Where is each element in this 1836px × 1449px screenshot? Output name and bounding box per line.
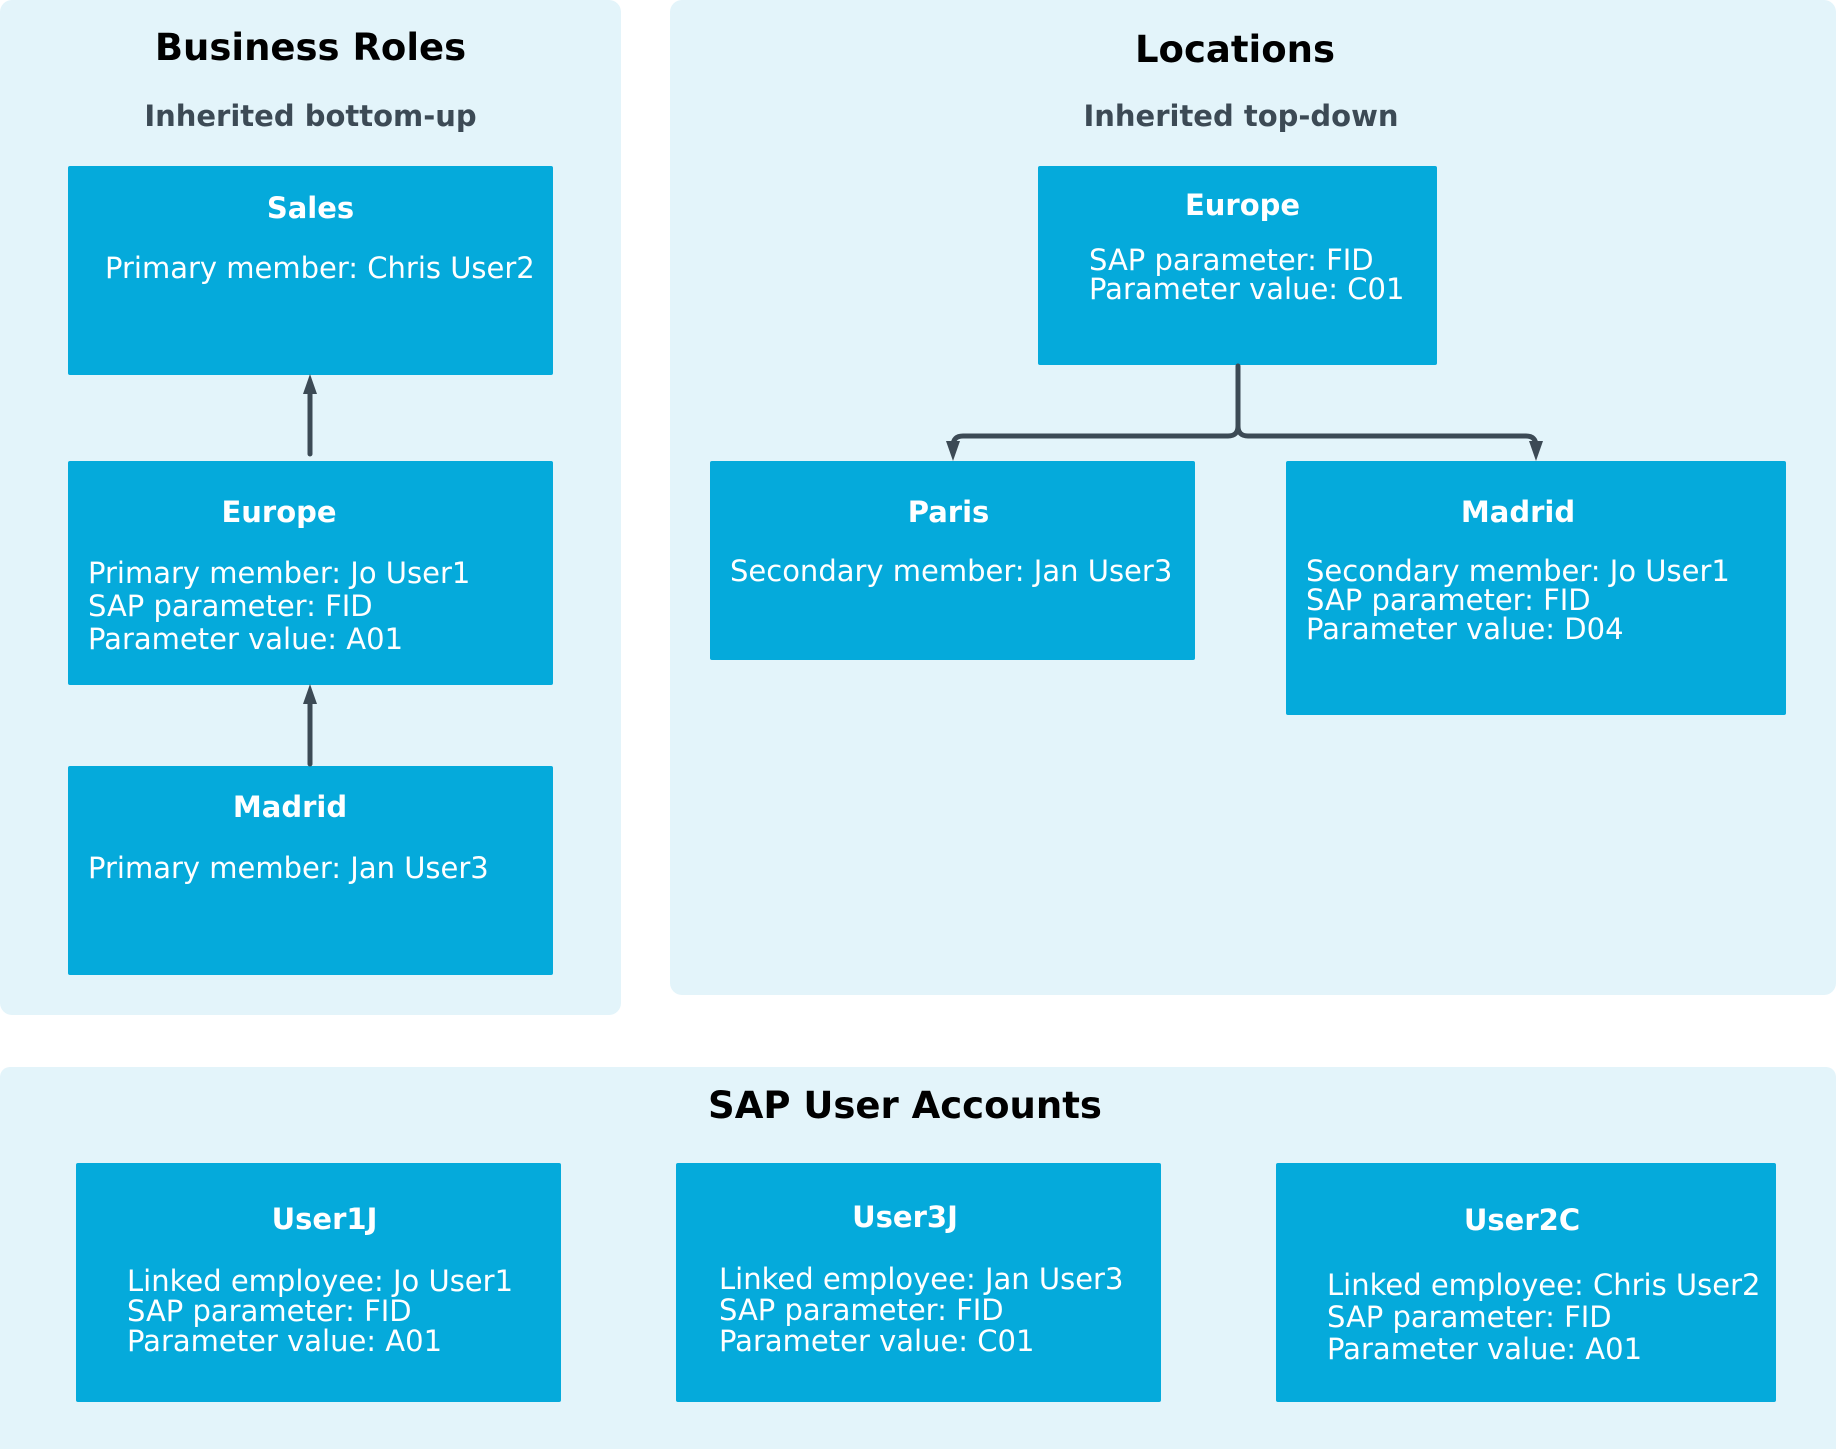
location-box-europe: Europe SAP parameter: FID Parameter valu… <box>1038 166 1437 365</box>
box-line: Primary member: Jan User3 <box>88 851 489 885</box>
box-line: Primary member: Jo User1 <box>88 556 471 590</box>
box-line: Linked employee: Chris User2 <box>1327 1268 1761 1302</box>
location-box-paris: Paris Secondary member: Jan User3 <box>710 461 1195 660</box>
box-line: Parameter value: A01 <box>1327 1332 1643 1366</box>
box-title: Paris <box>907 495 990 529</box>
box-line: SAP parameter: FID <box>1089 243 1374 277</box>
box-line: SAP parameter: FID <box>127 1294 412 1328</box>
box-line: SAP parameter: FID <box>719 1293 1004 1327</box>
box-line: SAP parameter: FID <box>1306 583 1591 617</box>
box-line: Linked employee: Jan User3 <box>719 1262 1124 1296</box>
business-roles-subtitle: Inherited bottom-up <box>144 99 477 133</box>
box-line: Parameter value: A01 <box>127 1324 443 1358</box>
box-title: User1J <box>271 1202 378 1236</box>
box-line: Parameter value: A01 <box>88 622 404 656</box>
locations-subtitle: Inherited top-down <box>1083 99 1399 133</box>
box-line: Secondary member: Jo User1 <box>1306 554 1730 588</box>
role-box-europe: Europe Primary member: Jo User1 SAP para… <box>68 461 553 685</box>
business-roles-title: Business Roles <box>154 26 467 69</box>
box-title: User3J <box>852 1200 958 1234</box>
box-title: Sales <box>266 191 355 225</box>
location-box-madrid: Madrid Secondary member: Jo User1 SAP pa… <box>1286 461 1786 715</box>
role-box-madrid: Madrid Primary member: Jan User3 <box>68 766 553 975</box>
box-line: Primary member: Chris User2 <box>105 251 535 285</box>
account-box-user1j: User1J Linked employee: Jo User1 SAP par… <box>76 1163 561 1402</box>
sap-user-accounts-title: SAP User Accounts <box>708 1084 1102 1127</box>
box-line: Parameter value: C01 <box>719 1324 1035 1358</box>
box-title: Madrid <box>1460 495 1576 529</box>
box-title: Europe <box>221 495 337 529</box>
box-line: SAP parameter: FID <box>88 589 373 623</box>
box-title: User2C <box>1463 1203 1581 1237</box>
role-box-sales: Sales Primary member: Chris User2 <box>68 166 553 375</box>
account-box-user2c: User2C Linked employee: Chris User2 SAP … <box>1276 1163 1776 1402</box>
box-line: Parameter value: C01 <box>1089 272 1405 306</box>
locations-title: Locations <box>1134 28 1336 71</box>
account-box-user3j: User3J Linked employee: Jan User3 SAP pa… <box>676 1163 1161 1402</box>
box-line: Parameter value: D04 <box>1306 612 1624 646</box>
box-line: SAP parameter: FID <box>1327 1300 1612 1334</box>
box-title: Europe <box>1184 188 1301 222</box>
box-line: Secondary member: Jan User3 <box>730 554 1173 588</box>
box-line: Linked employee: Jo User1 <box>127 1264 514 1298</box>
box-title: Madrid <box>232 790 348 824</box>
